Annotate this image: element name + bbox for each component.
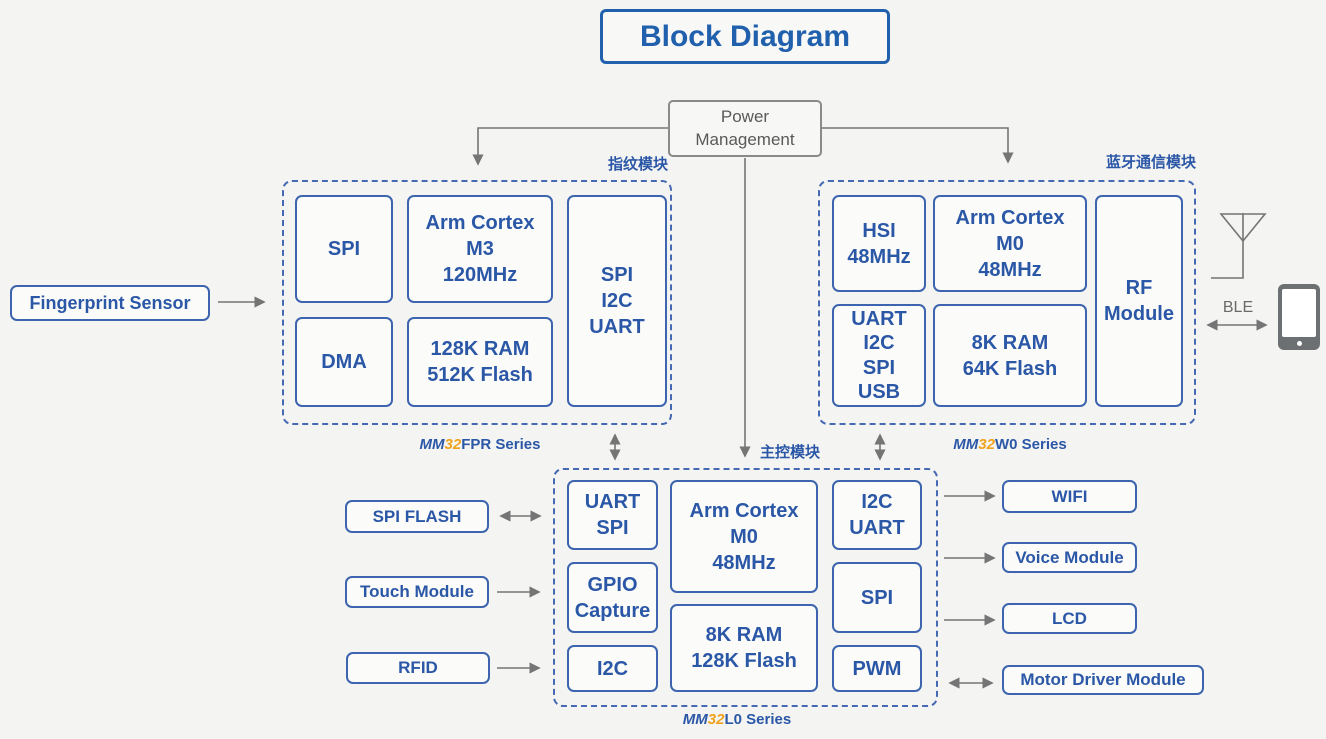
voice-module-box: Voice Module — [1002, 542, 1137, 573]
phone-home-button — [1296, 341, 1302, 346]
chip-bt-io: UART I2C SPI USB — [832, 304, 926, 407]
main-module-label: 主控模块 — [760, 444, 821, 461]
chip-main-i2c-uart: I2C UART — [832, 480, 922, 550]
power-management-box: Power Management — [668, 100, 822, 157]
chip-main-uart-spi: UART SPI — [567, 480, 658, 550]
line-power-to-bluetooth — [822, 127, 1014, 164]
series-prefix: MM — [953, 436, 979, 453]
motor-driver-module-box: Motor Driver Module — [1002, 665, 1204, 695]
phone-icon — [1278, 284, 1320, 350]
bluetooth-module-label: 蓝牙通信模块 — [1105, 154, 1196, 171]
mm32l0-series-label: MM32L0 Series — [637, 711, 837, 728]
series-number: 32 — [707, 711, 725, 728]
chip-fp-spi: SPI — [295, 195, 393, 303]
wifi-box: WIFI — [1002, 480, 1137, 513]
series-rest: W0 Series — [994, 436, 1067, 453]
chip-main-i2c: I2C — [567, 645, 658, 692]
touch-module-box: Touch Module — [345, 576, 489, 608]
series-number: 32 — [444, 436, 462, 453]
antenna-icon — [1219, 213, 1267, 243]
rfid-box: RFID — [346, 652, 490, 684]
phone-screen — [1282, 289, 1316, 337]
chip-bt-cpu: Arm Cortex M0 48MHz — [933, 195, 1087, 292]
chip-bt-rf-module: RF Module — [1095, 195, 1183, 407]
chip-fp-memory: 128K RAM 512K Flash — [407, 317, 553, 407]
chip-main-spi: SPI — [832, 562, 922, 633]
mm32w0-series-label: MM32W0 Series — [910, 436, 1110, 453]
chip-fp-dma: DMA — [295, 317, 393, 407]
series-number: 32 — [978, 436, 995, 453]
mm32fpr-series-label: MM32FPR Series — [380, 436, 580, 453]
chip-bt-hsi: HSI 48MHz — [832, 195, 926, 292]
ble-label: BLE — [1222, 299, 1254, 316]
main-control-module-group — [553, 468, 938, 707]
fingerprint-module-group — [282, 180, 672, 425]
page-title: Block Diagram — [600, 9, 890, 64]
antenna-feed-line — [1211, 213, 1244, 279]
fingerprint-module-label: 指纹模块 — [607, 156, 668, 173]
chip-fp-cpu: Arm Cortex M3 120MHz — [407, 195, 553, 303]
chip-main-pwm: PWM — [832, 645, 922, 692]
fingerprint-sensor-box: Fingerprint Sensor — [10, 285, 210, 321]
chip-fp-io: SPI I2C UART — [567, 195, 667, 407]
chip-main-gpio-capture: GPIO Capture — [567, 562, 658, 633]
chip-bt-memory: 8K RAM 64K Flash — [933, 304, 1087, 407]
series-prefix: MM — [419, 436, 445, 453]
bluetooth-module-group — [818, 180, 1196, 425]
lcd-box: LCD — [1002, 603, 1137, 634]
spi-flash-box: SPI FLASH — [345, 500, 489, 533]
chip-main-cpu: Arm Cortex M0 48MHz — [670, 480, 818, 593]
series-prefix: MM — [682, 711, 708, 728]
series-rest: L0 Series — [724, 711, 792, 728]
series-rest: FPR Series — [461, 436, 541, 453]
chip-main-memory: 8K RAM 128K Flash — [670, 604, 818, 692]
line-power-to-fingerprint — [472, 127, 668, 166]
